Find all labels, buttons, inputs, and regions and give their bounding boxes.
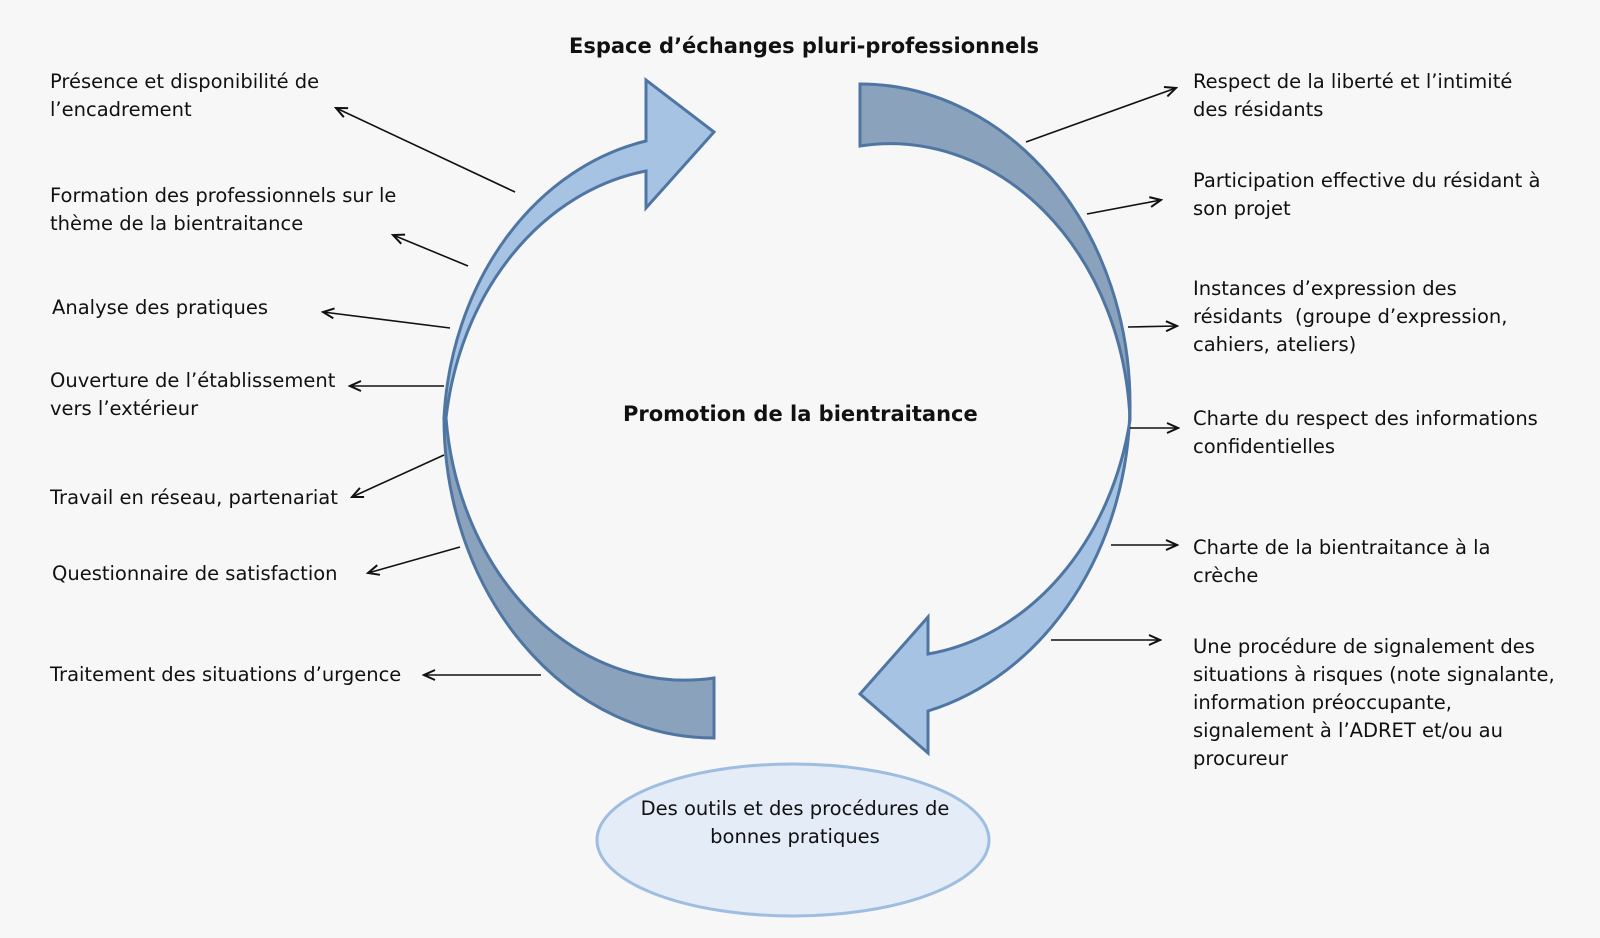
right-item-5: Charte de la bientraitance à la crèche xyxy=(1193,536,1491,587)
left-item-6: Questionnaire de satisfaction xyxy=(52,562,338,585)
left-light-arrow xyxy=(442,76,717,420)
arrow-left-6 xyxy=(368,546,461,573)
arrow-left-1 xyxy=(336,108,516,193)
right-item-4: Charte du respect des informations confi… xyxy=(1193,407,1538,458)
right-item-6: Une procédure de signalement des situati… xyxy=(1193,635,1555,770)
right-item-2: Participation effective du résidant à so… xyxy=(1193,169,1541,220)
arrow-left-3 xyxy=(323,312,451,329)
tools-ellipse xyxy=(595,762,991,918)
arrow-left-2 xyxy=(393,235,469,267)
left-item-5: Travail en réseau, partenariat xyxy=(50,486,338,509)
right-item-1: Respect de la liberté et l’intimité des … xyxy=(1193,70,1513,121)
left-item-7: Traitement des situations d’urgence xyxy=(50,663,402,686)
left-item-1: Présence et disponibilité de l’encadreme… xyxy=(50,70,320,121)
center-title: Promotion de la bientraitance xyxy=(623,402,978,426)
left-dark-arc xyxy=(442,416,716,740)
left-item-3: Analyse des pratiques xyxy=(52,296,268,319)
arrow-right-3 xyxy=(1127,326,1177,327)
right-dark-arc xyxy=(858,82,1132,421)
right-item-3: Instances d’expression des résidants (gr… xyxy=(1193,277,1508,356)
left-item-4: Ouverture de l’établissement vers l’exté… xyxy=(50,369,336,420)
right-light-arrow xyxy=(857,403,1132,757)
top-title: Espace d’échanges pluri-professionnels xyxy=(569,34,1040,58)
tools-ellipse-label: Des outils et des procédures de bonnes p… xyxy=(640,797,950,848)
arrow-left-5 xyxy=(352,454,445,497)
arrow-right-2 xyxy=(1086,200,1161,215)
left-item-2: Formation des professionnels sur le thèm… xyxy=(50,184,397,235)
arrow-right-1 xyxy=(1025,88,1176,143)
